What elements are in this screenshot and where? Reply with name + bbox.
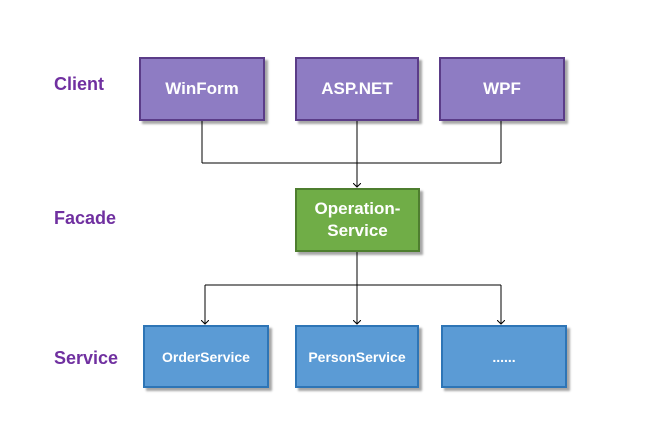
client-box-winform: WinForm — [139, 57, 265, 121]
facade-box-operation-service: Operation- Service — [295, 188, 420, 252]
client-box-label: WPF — [483, 79, 521, 98]
service-box-label: OrderService — [162, 348, 250, 365]
client-box-label: WinForm — [165, 79, 239, 98]
client-box-wpf: WPF — [439, 57, 565, 121]
service-box-label: PersonService — [308, 348, 406, 365]
service-box-personservice: PersonService — [295, 325, 419, 388]
service-box-orderservice: OrderService — [143, 325, 269, 388]
facade-box-label-line2: Service — [327, 221, 388, 240]
service-box-more: ...... — [441, 325, 567, 388]
layer-label-client: Client — [54, 74, 105, 94]
client-box-label: ASP.NET — [321, 79, 393, 98]
layer-label-service: Service — [54, 348, 119, 368]
service-box-label: ...... — [492, 348, 516, 365]
client-box-aspnet: ASP.NET — [295, 57, 419, 121]
facade-box-label-line1: Operation- — [314, 199, 401, 218]
layer-label-facade: Facade — [54, 208, 117, 228]
